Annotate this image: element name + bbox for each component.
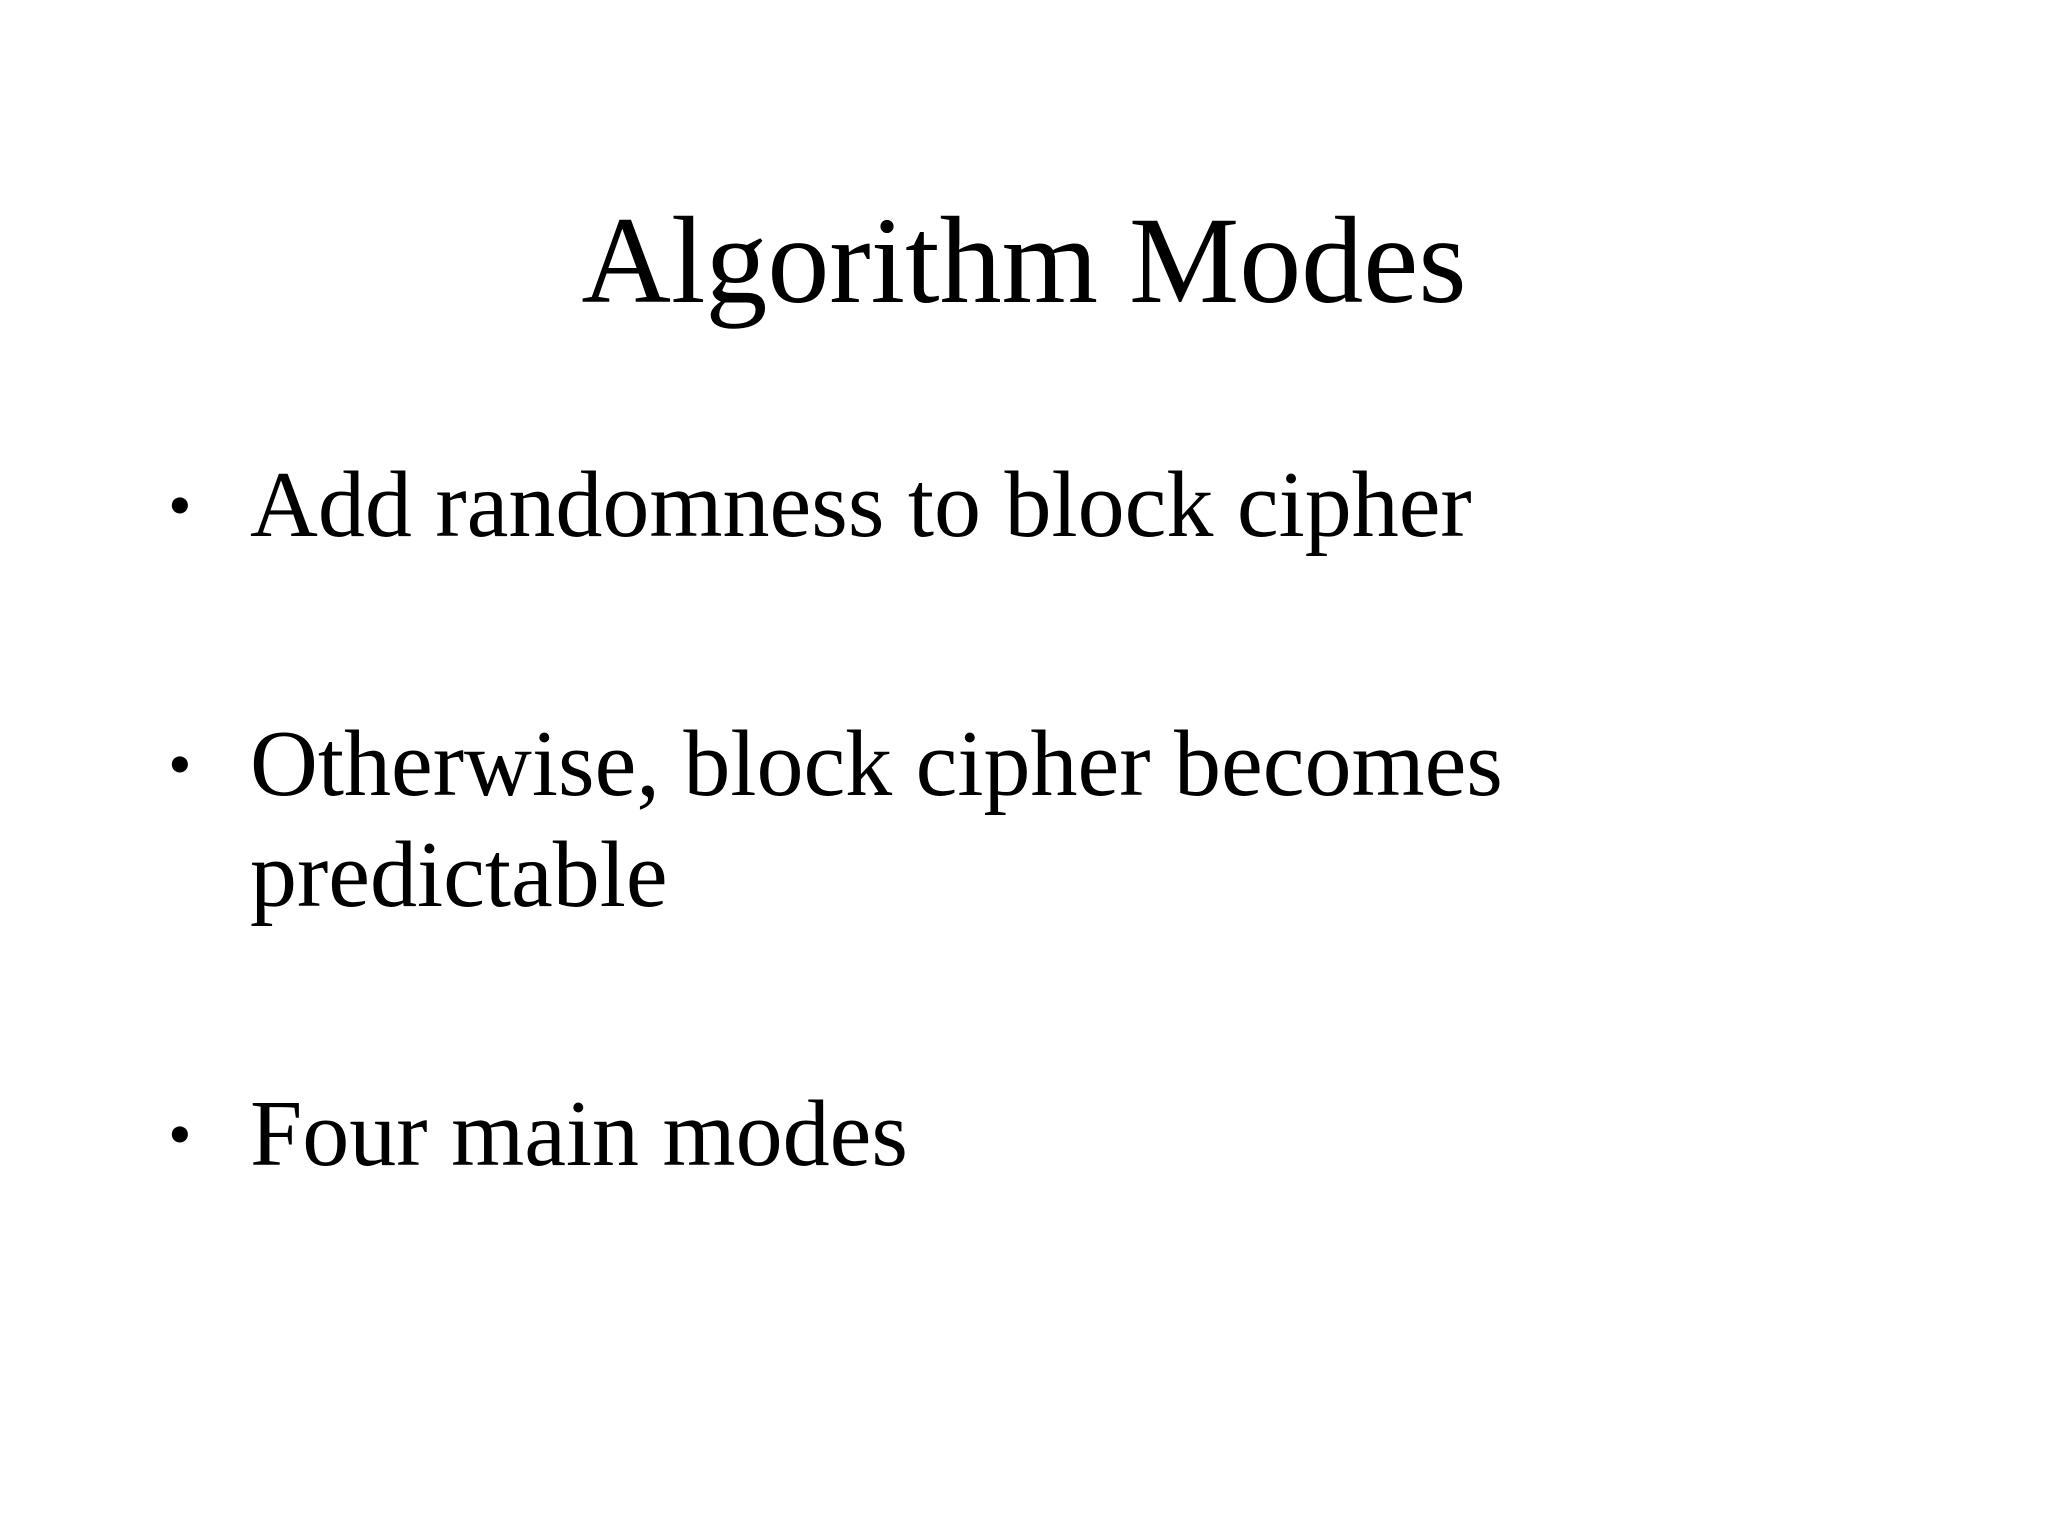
bullet-item: • Four main modes (168, 1079, 1638, 1190)
bullet-text: Four main modes (250, 1081, 908, 1186)
bullet-marker-icon: • (168, 1096, 192, 1172)
bullet-list: • Add randomness to block cipher • Other… (168, 450, 1638, 1338)
bullet-item: • Otherwise, block cipher becomes predic… (168, 709, 1638, 931)
bullet-item: • Add randomness to block cipher (168, 450, 1638, 561)
bullet-text: Otherwise, block cipher becomes predicta… (250, 712, 1503, 927)
bullet-marker-icon: • (168, 468, 192, 543)
bullet-text: Add randomness to block cipher (250, 453, 1472, 557)
bullet-marker-icon: • (168, 727, 192, 802)
slide-title: Algorithm Modes (581, 192, 1467, 329)
